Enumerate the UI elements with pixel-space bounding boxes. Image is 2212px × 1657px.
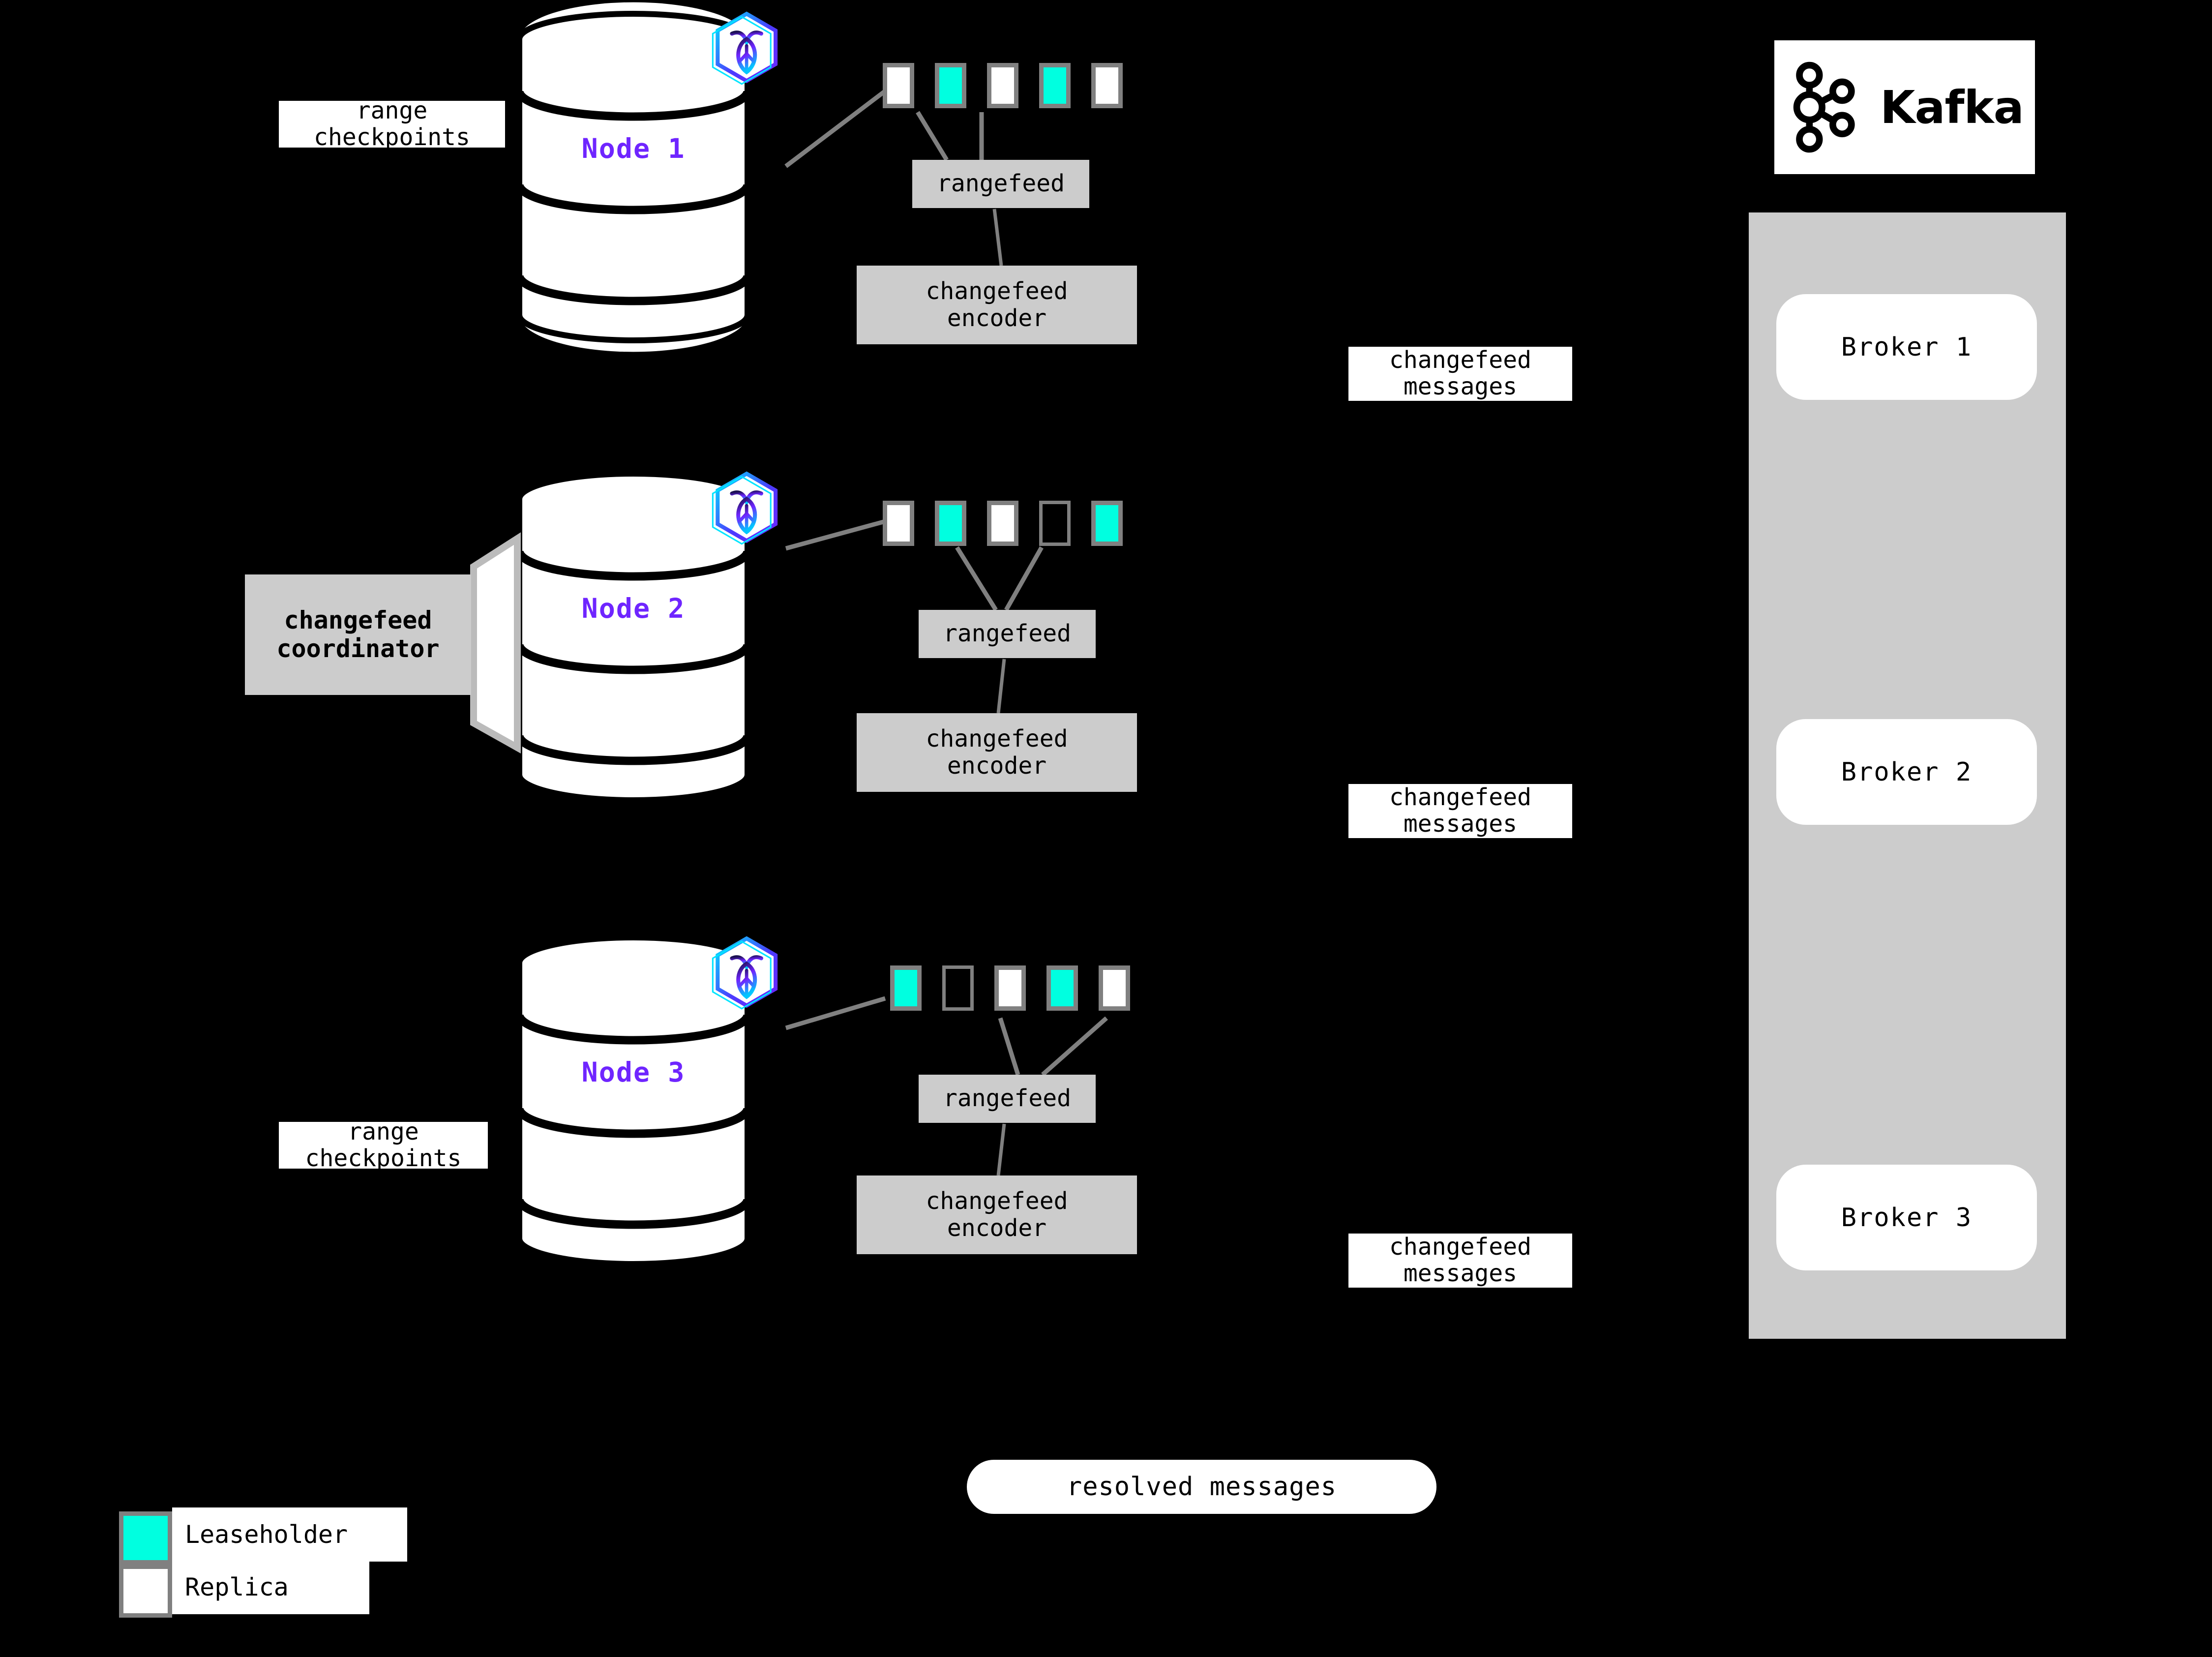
node-1-cylinder (515, 2, 752, 352)
range-empty[interactable] (1039, 501, 1071, 546)
range-replica[interactable] (883, 63, 914, 108)
changefeed-coordinator-connector (470, 532, 521, 753)
range-empty[interactable] (942, 965, 974, 1011)
changefeed-messages-label-3: changefeed messages (1348, 1234, 1572, 1288)
node-1-rangefeed-box[interactable]: rangefeed (912, 160, 1089, 208)
range-leaseholder[interactable] (935, 501, 966, 546)
range-leaseholder[interactable] (1046, 965, 1078, 1011)
legend-label-replica: Replica (172, 1560, 369, 1614)
range-leaseholder[interactable] (890, 965, 922, 1011)
node-2-encoder-line (996, 659, 1006, 714)
node-3-range-checkpoints-label: range checkpoints (279, 1118, 488, 1171)
broker-2[interactable]: Broker 2 (1776, 719, 2037, 825)
resolved-messages-pill[interactable]: resolved messages (967, 1460, 1436, 1514)
broker-1[interactable]: Broker 1 (1776, 294, 2037, 400)
node-2-changefeed-encoder-box[interactable]: changefeed encoder (857, 713, 1137, 792)
legend-swatch-leaseholder (119, 1511, 172, 1565)
kafka-logo-box: Kafka (1774, 40, 2035, 174)
node-2-range-row (883, 501, 1143, 546)
legend-swatch-replica (119, 1565, 172, 1618)
range-replica[interactable] (1099, 965, 1130, 1011)
range-leaseholder[interactable] (1091, 501, 1123, 546)
changefeed-messages-label-1: changefeed messages (1348, 347, 1572, 401)
node-3-cylinder (515, 934, 752, 1267)
cockroachdb-logo (712, 11, 778, 85)
node-1-encoder-line (992, 209, 1003, 266)
resolved-messages-arrows (485, 1319, 1742, 1490)
node-3-encoder-line (996, 1123, 1006, 1176)
changefeed-messages-label-2: changefeed messages (1348, 784, 1572, 838)
changefeed-coordinator-box: changefeed coordinator (245, 574, 471, 695)
node-3-range-row (890, 965, 1151, 1011)
changefeed-flow-arrows (1140, 312, 1748, 1226)
kafka-wordmark: Kafka (1880, 81, 2024, 134)
cockroachdb-logo (712, 471, 778, 545)
legend-label-leaseholder: Leaseholder (172, 1507, 407, 1562)
range-leaseholder[interactable] (935, 63, 966, 108)
range-leaseholder[interactable] (1039, 63, 1071, 108)
node-1-changefeed-encoder-box[interactable]: changefeed encoder (857, 266, 1137, 344)
node-1-range-checkpoints-label: range checkpoints (279, 97, 505, 150)
node-2-rangefeed-box[interactable]: rangefeed (919, 610, 1096, 658)
cockroachdb-logo (712, 936, 778, 1010)
node-2-connector-lines (785, 519, 1044, 611)
node-1-range-row (883, 63, 1143, 108)
range-replica[interactable] (1091, 63, 1123, 108)
range-replica[interactable] (883, 501, 914, 546)
node-1-connector-lines (784, 89, 984, 168)
node-3-connector-lines (785, 996, 1108, 1077)
node-3-rangefeed-box[interactable]: rangefeed (919, 1075, 1096, 1123)
node-3-changefeed-encoder-box[interactable]: changefeed encoder (857, 1175, 1137, 1254)
range-replica[interactable] (994, 965, 1026, 1011)
range-replica[interactable] (987, 501, 1018, 546)
broker-3[interactable]: Broker 3 (1776, 1165, 2037, 1270)
kafka-logo-icon (1793, 61, 1855, 153)
range-replica[interactable] (987, 63, 1018, 108)
